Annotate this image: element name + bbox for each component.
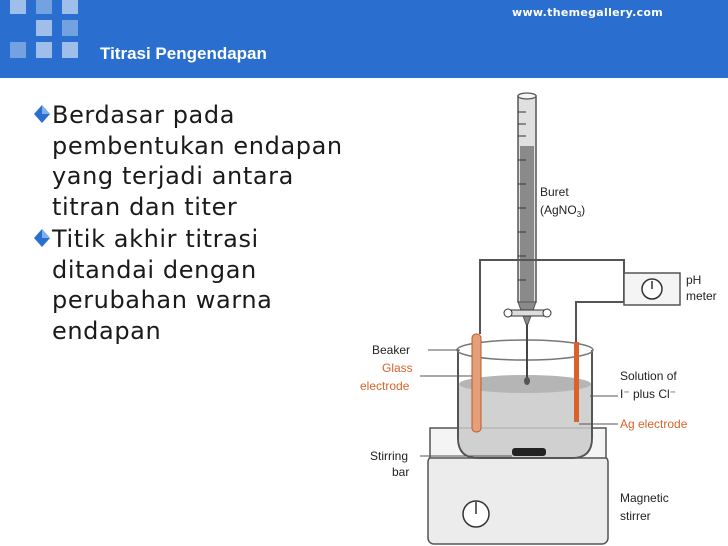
bullet-text: Titik akhir titrasi ditandai dengan peru… (52, 225, 273, 345)
electrode-label: electrode (360, 379, 410, 393)
header-bar: www.themegallery.com Titrasi Pengendapan (0, 0, 728, 78)
solution (459, 384, 591, 457)
slide-title: Titrasi Pengendapan (100, 44, 267, 63)
glass-label: Glass (382, 361, 413, 375)
magnetic-stirrer (427, 455, 609, 545)
stopcock-icon (507, 309, 547, 317)
titration-apparatus-diagram: Buret (AgNO3) pH meter Beaker Glass elec… (360, 92, 717, 545)
decorative-squares (0, 0, 110, 78)
ag-electrode-label: Ag electrode (620, 417, 688, 431)
bullet-text: Berdasar pada pembentukan endapan yang t… (52, 101, 343, 221)
beaker (457, 350, 593, 459)
ph-label: pH (686, 273, 701, 287)
solution-label: Solution of (620, 369, 677, 383)
magnetic-label: Magnetic (620, 491, 669, 505)
ag-electrode (574, 342, 579, 422)
beaker-label: Beaker (372, 343, 410, 357)
stirring-label: Stirring (370, 449, 408, 463)
website-url: www.themegallery.com (512, 6, 664, 19)
stirrer-label: stirrer (620, 509, 651, 523)
bullet-list: Berdasar pada pembentukan endapan yang t… (0, 100, 350, 348)
buret-reagent-label: (AgNO3) (540, 203, 585, 219)
diamond-bullet-icon (34, 229, 50, 247)
diamond-bullet-icon (34, 105, 50, 123)
solution-ions-label: I⁻ plus Cl⁻ (620, 387, 676, 401)
bar-label: bar (392, 465, 409, 479)
stirring-bar (512, 448, 546, 456)
buret-label: Buret (540, 185, 569, 199)
bullet-item: Titik akhir titrasi ditandai dengan peru… (0, 224, 350, 346)
glass-electrode (471, 333, 482, 433)
bullet-item: Berdasar pada pembentukan endapan yang t… (0, 100, 350, 222)
meter-label: meter (686, 289, 717, 303)
